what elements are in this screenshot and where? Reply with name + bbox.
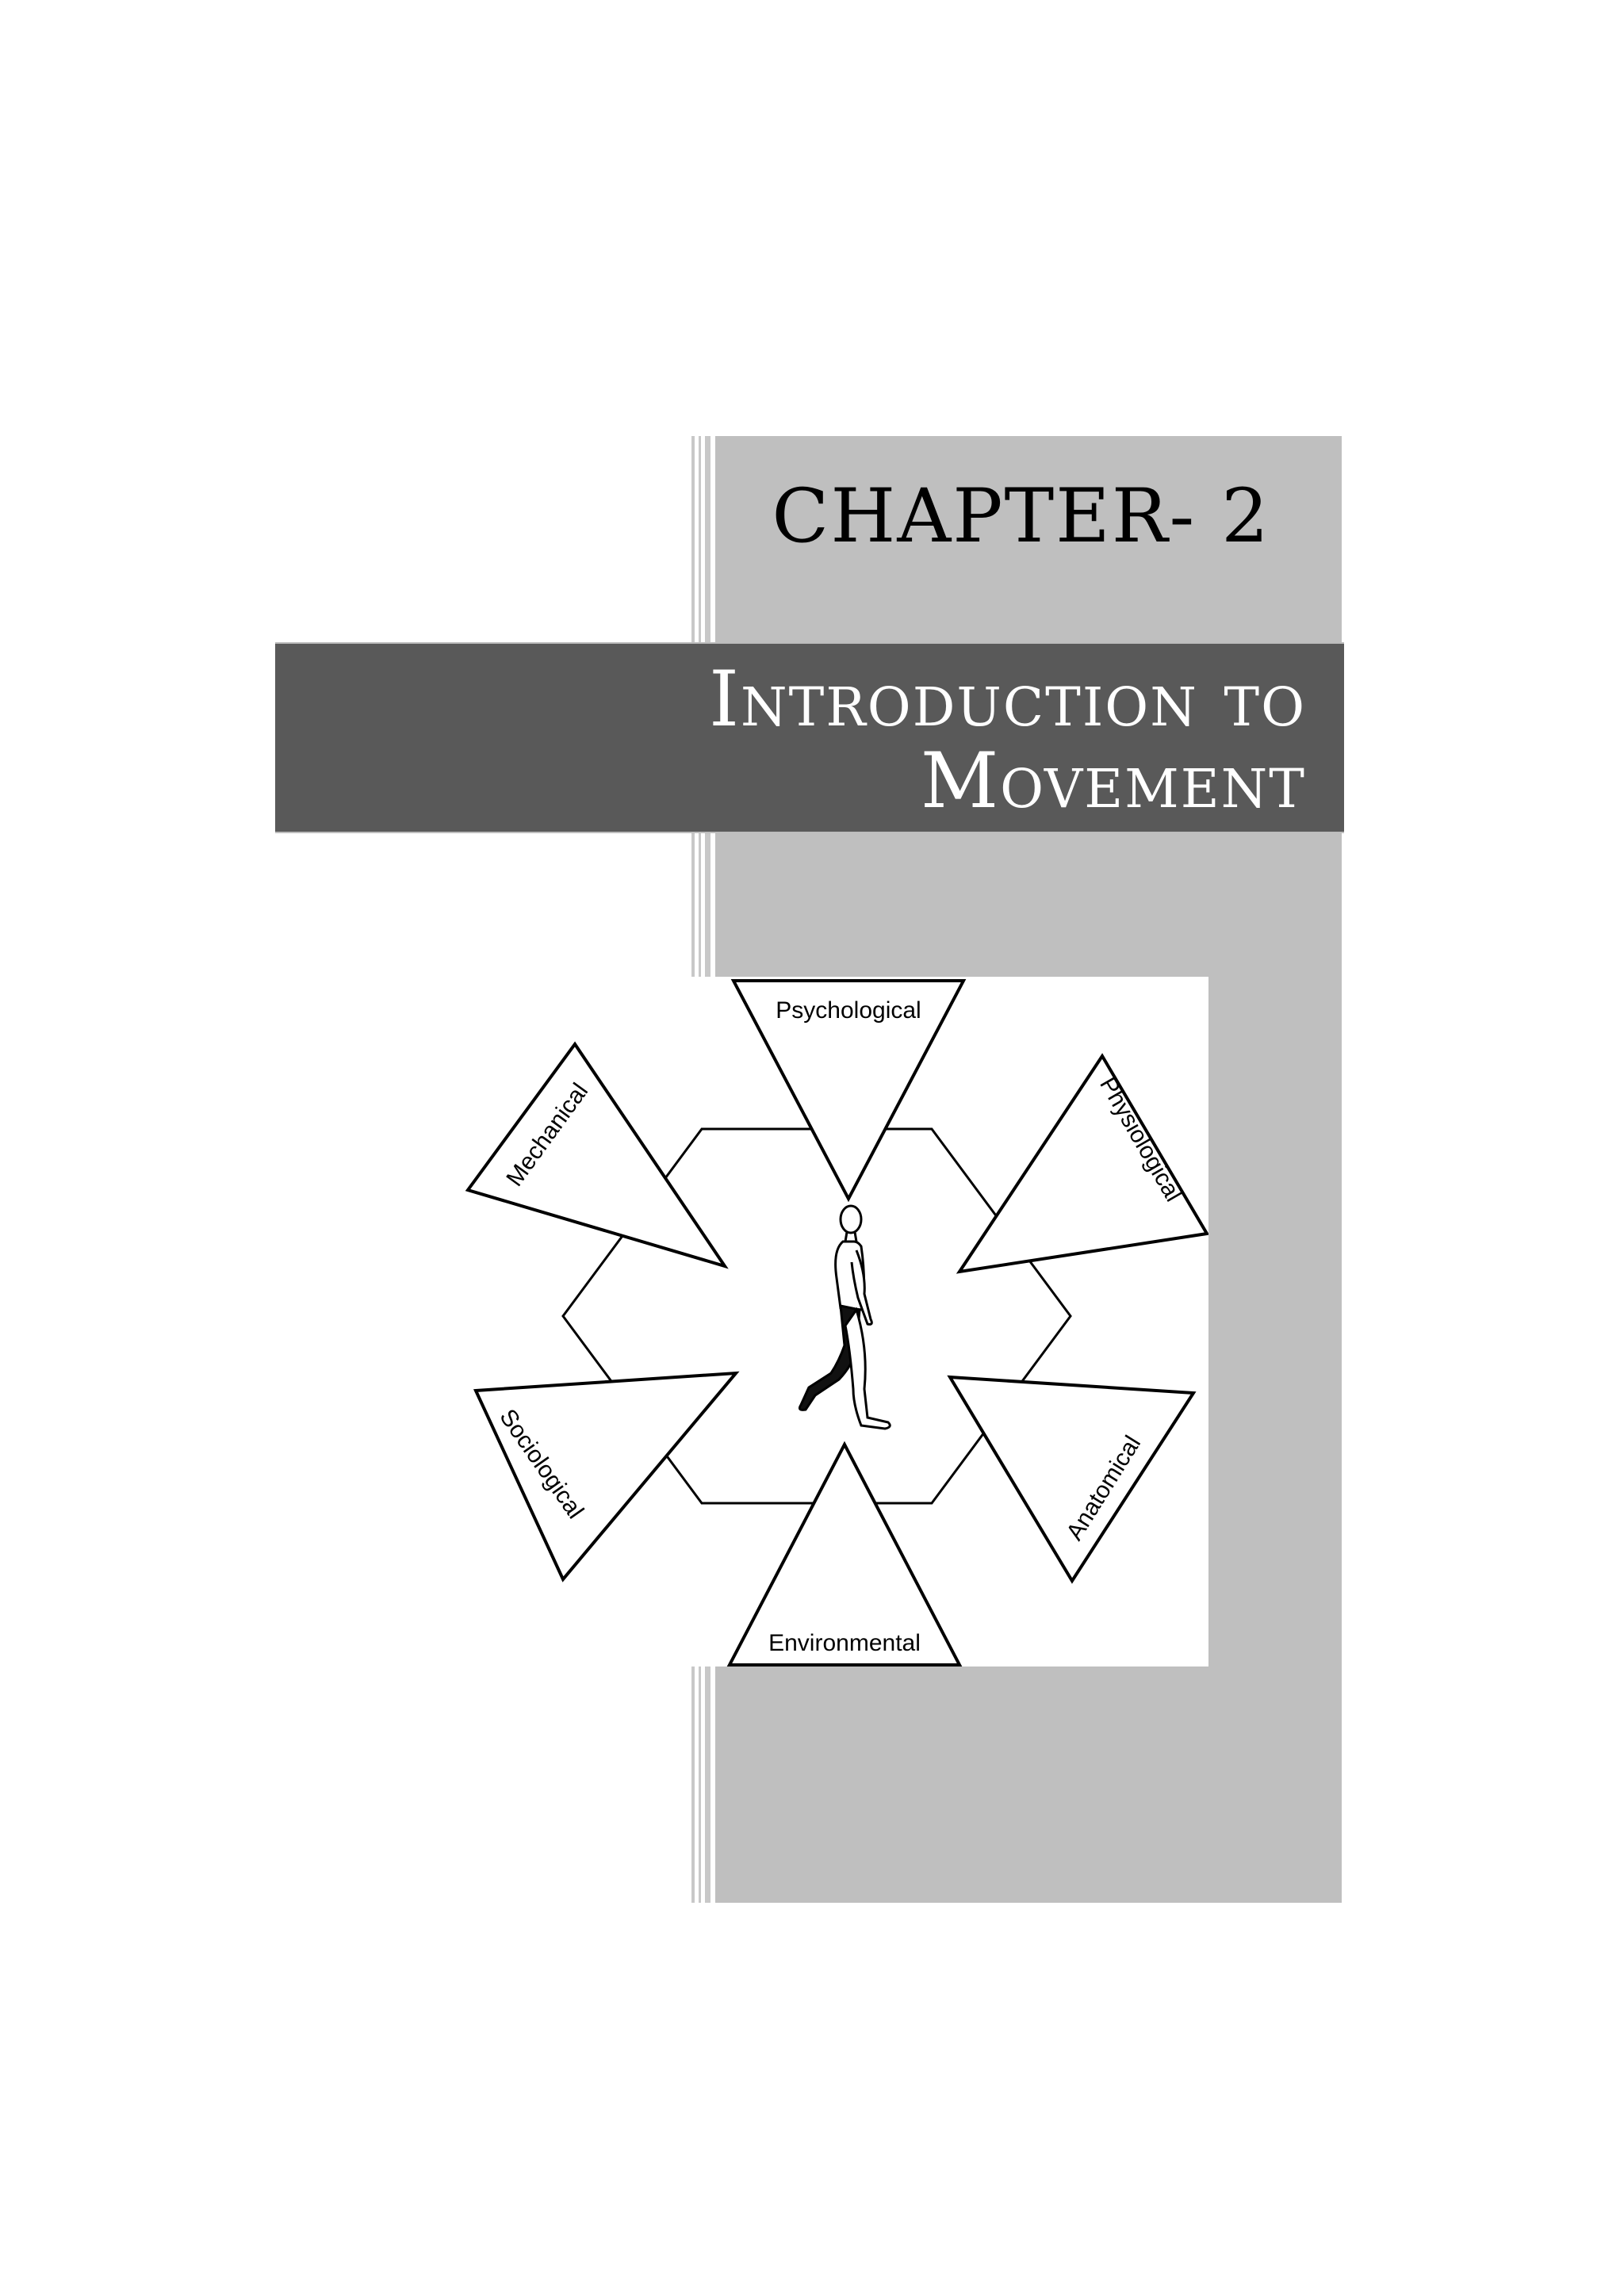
- factor-environmental: Environmental: [726, 1441, 963, 1667]
- factor-label-environmental: Environmental: [768, 1630, 921, 1656]
- movement-factors-diagram: Psychological Environmental Mechanical P…: [460, 977, 1208, 1667]
- factor-physiological: Physiological: [956, 1053, 1208, 1274]
- movement-factors-svg: Psychological Environmental Mechanical P…: [465, 979, 1208, 1667]
- factor-mechanical: Mechanical: [465, 1041, 729, 1269]
- factor-psychological: Psychological: [730, 979, 967, 1203]
- factor-triangle-anatomical: [947, 1375, 1197, 1584]
- factor-triangle-sociological: [473, 1371, 740, 1582]
- factor-triangle-physiological: [956, 1053, 1208, 1274]
- chapter-title-line-1: Introduction to: [709, 655, 1306, 744]
- factor-label-psychological: Psychological: [776, 997, 921, 1024]
- chapter-number: CHAPTER- 2: [772, 473, 1270, 560]
- walking-person-icon: [799, 1204, 891, 1430]
- factor-triangle-mechanical: [465, 1041, 729, 1269]
- factor-anatomical: Anatomical: [947, 1375, 1197, 1584]
- factor-triangle-psychological: [730, 979, 967, 1203]
- factor-triangle-environmental: [726, 1441, 963, 1667]
- chapter-title-line-2: Movement: [920, 737, 1306, 825]
- chapter-title-band: Introduction to Movement: [275, 642, 1344, 833]
